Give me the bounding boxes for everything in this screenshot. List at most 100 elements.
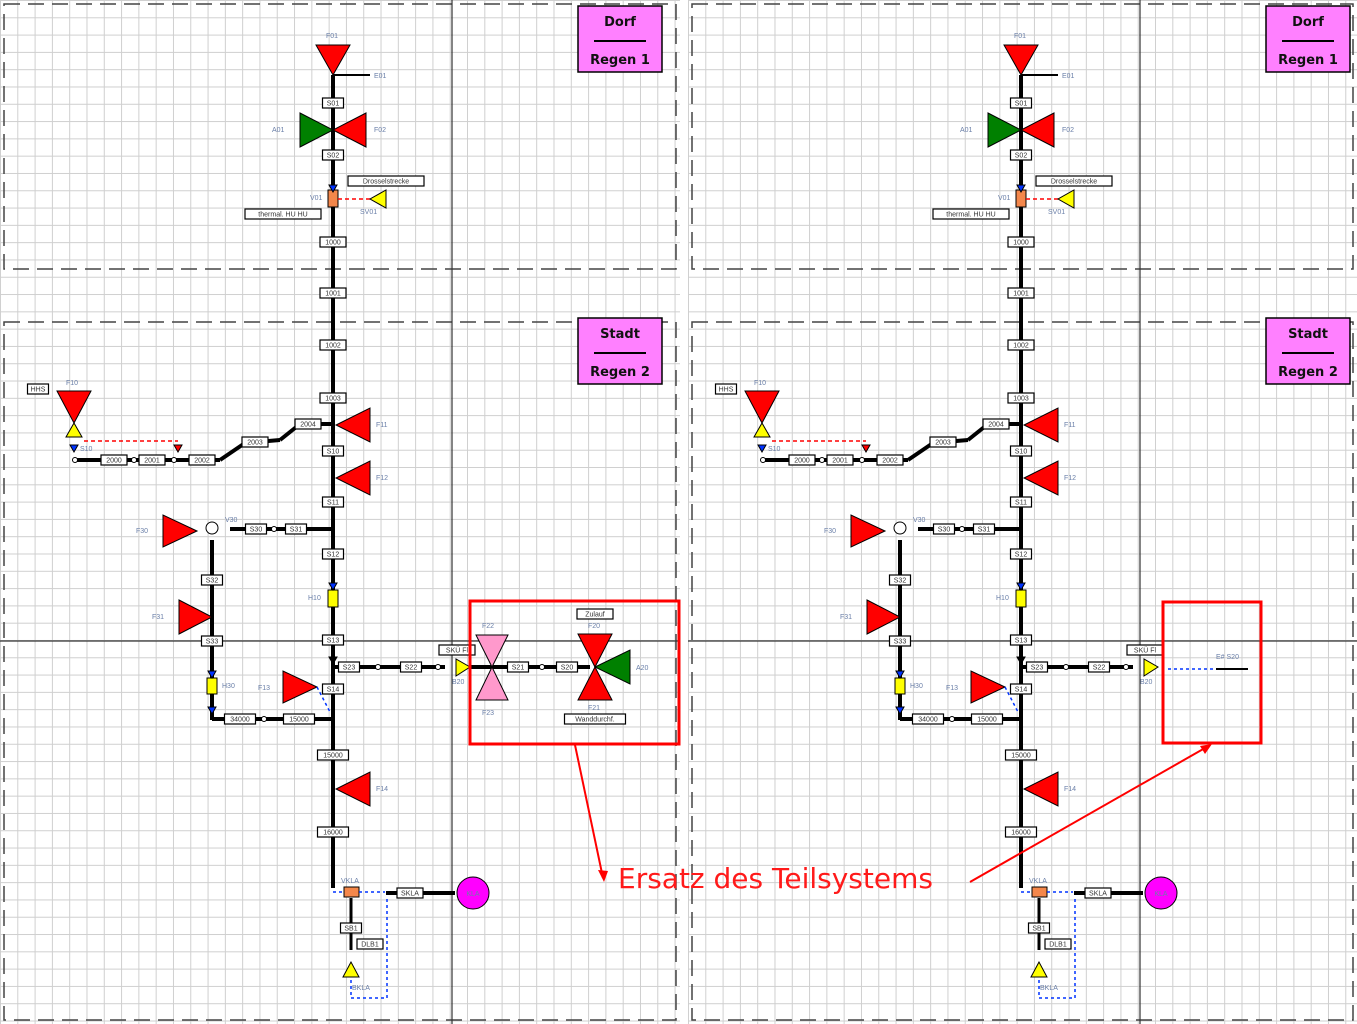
label-S10b: S10 <box>768 446 781 453</box>
section-label-S22_tag: SKÜ Fl <box>446 647 469 655</box>
label-F14: F14 <box>1064 786 1076 793</box>
section-box <box>319 287 347 299</box>
section-label-s15000: 15000 <box>323 753 343 760</box>
supply-node-f02 <box>1019 112 1055 148</box>
section-box <box>1007 339 1035 351</box>
label-F12: F12 <box>376 475 388 482</box>
label-S10b: S10 <box>80 446 93 453</box>
junction-node <box>859 457 865 463</box>
label-E20: E# S20 <box>1216 654 1239 661</box>
supply-node-f14 <box>334 771 371 807</box>
section-label-S32: S32 <box>894 578 907 585</box>
section-label-s1001: 1001 <box>325 291 341 298</box>
section-box <box>929 436 957 448</box>
section-box <box>1009 445 1033 457</box>
section-box <box>319 339 347 351</box>
supply-node-f23 <box>475 665 509 701</box>
section-label-S23: S23 <box>1031 665 1044 672</box>
label-BKLA: BKLA <box>352 985 370 992</box>
junction-node <box>1123 664 1129 670</box>
section-box <box>316 826 350 838</box>
label-H30: H30 <box>910 683 923 690</box>
section-box <box>321 97 345 109</box>
junction-node <box>959 526 965 532</box>
section-box <box>319 236 347 248</box>
section-box <box>1007 287 1035 299</box>
section-label-F10_tag: HHS <box>719 387 734 394</box>
annotation-text: Ersatz des Teilsystems <box>618 862 933 895</box>
section-box <box>1009 149 1033 161</box>
zone-frame-dorf <box>3 3 677 270</box>
section-label-s16000: 16000 <box>323 830 343 837</box>
label-F20: F20 <box>588 623 600 630</box>
section-box <box>1007 392 1035 404</box>
section-label-s2004: 2004 <box>300 422 316 429</box>
region-box-dorf <box>577 5 663 73</box>
section-label-S30: S30 <box>250 527 263 534</box>
label-F31: F31 <box>152 614 164 621</box>
section-box <box>244 208 322 220</box>
section-box <box>932 208 1010 220</box>
supply-node-f11 <box>334 407 371 443</box>
section-box <box>1027 922 1051 934</box>
label-F13: F13 <box>946 685 958 692</box>
section-box <box>321 683 345 695</box>
junction-node <box>171 457 177 463</box>
flow-arrow-icon <box>173 444 183 454</box>
section-label-S12: S12 <box>327 552 340 559</box>
zone-frame-stadt <box>691 321 1354 1021</box>
junction-node <box>539 664 545 670</box>
supply-node-f22 <box>475 634 509 669</box>
section-box <box>321 445 345 457</box>
section-box <box>888 574 912 586</box>
label-V01: V01 <box>310 195 323 202</box>
junction-node <box>72 457 78 463</box>
supply-node-f11 <box>1022 407 1059 443</box>
label-A01: A01 <box>960 127 973 134</box>
flow-arrow-icon <box>207 706 217 716</box>
section-box <box>26 383 50 395</box>
section-label-s2003: 2003 <box>935 440 951 447</box>
label-F30: F30 <box>824 528 836 535</box>
branch-pipe-2003 <box>906 441 935 462</box>
supply-node-f14 <box>1022 771 1059 807</box>
section-box <box>100 454 128 466</box>
section-label-S10: S10 <box>327 449 340 456</box>
branch-pipe-2003 <box>218 441 247 462</box>
region-box-dorf <box>1265 5 1351 73</box>
supply-node-f01 <box>1003 44 1039 77</box>
section-label-s2004: 2004 <box>988 422 1004 429</box>
section-box <box>972 523 996 535</box>
section-label-S11: S11 <box>327 500 339 507</box>
junction-node <box>435 664 441 670</box>
label-A20: A20 <box>636 665 649 672</box>
region-name: Dorf <box>1292 15 1324 30</box>
region-subname: Regen 2 <box>1278 365 1338 380</box>
section-label-S14: S14 <box>327 687 340 694</box>
section-box <box>876 454 904 466</box>
label-VKLA: VKLA <box>1029 878 1047 885</box>
section-box <box>284 523 308 535</box>
section-box <box>1087 661 1111 673</box>
section-box <box>714 383 738 395</box>
section-label-s1001: 1001 <box>1013 291 1029 298</box>
section-box <box>932 523 956 535</box>
section-box <box>188 454 216 466</box>
section-label-s2001: 2001 <box>144 458 160 465</box>
label-V30: V30 <box>913 517 926 524</box>
section-box <box>200 635 224 647</box>
section-label-s15000: 15000 <box>1011 753 1031 760</box>
sensor-s10 <box>65 421 83 438</box>
section-box <box>396 887 424 899</box>
section-label-S13: S13 <box>327 638 340 645</box>
section-label-s1002: 1002 <box>1013 343 1029 350</box>
section-label-V01_left: thermal. HU HU <box>258 212 307 219</box>
outflow-node-a01 <box>987 112 1023 148</box>
label-F11: F11 <box>1064 422 1076 429</box>
storage-h10 <box>327 589 339 608</box>
flow-arrow-icon <box>328 656 338 666</box>
flow-arrow-icon <box>895 670 905 680</box>
region-name: Stadt <box>1288 327 1328 342</box>
section-box <box>356 938 384 950</box>
section-label-S23: S23 <box>343 665 356 672</box>
